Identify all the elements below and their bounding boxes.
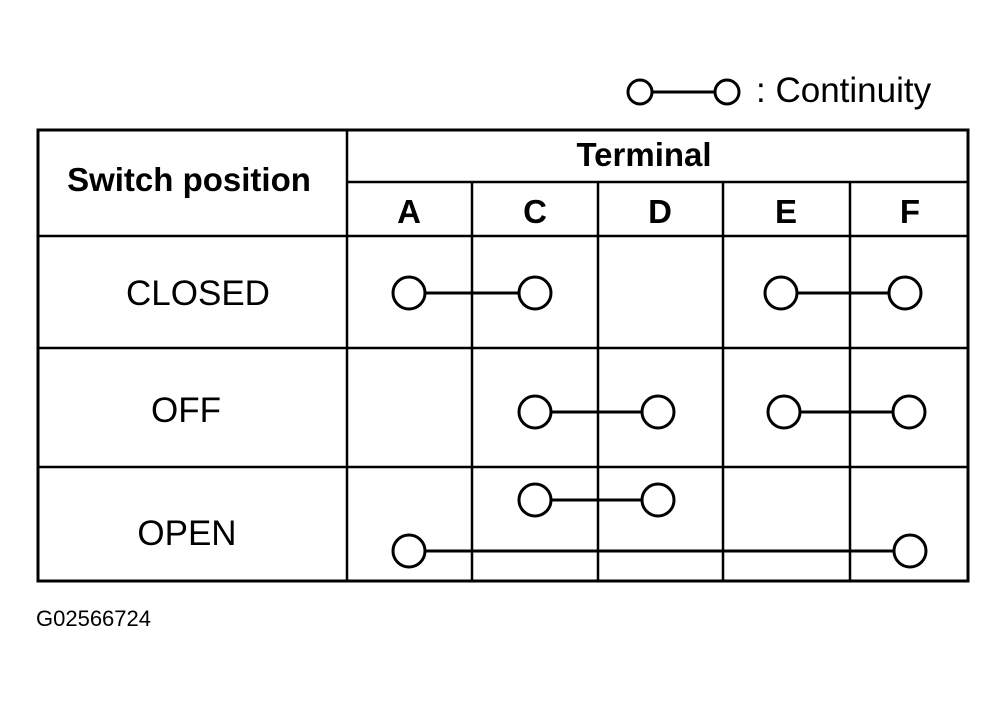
terminal-node-closed-c xyxy=(517,275,553,311)
terminal-node-off-e xyxy=(766,394,802,430)
terminal-node-off-c xyxy=(517,394,553,430)
table-frame xyxy=(36,128,970,583)
terminal-header-d: D xyxy=(648,193,672,230)
row-label-off: OFF xyxy=(151,391,221,430)
terminal-group-header: Terminal xyxy=(576,136,711,173)
terminal-header-a: A xyxy=(397,193,421,230)
row-label-closed: CLOSED xyxy=(126,274,270,313)
terminal-node-off-f xyxy=(891,394,927,430)
continuity-marks xyxy=(391,275,928,569)
terminal-node-closed-e xyxy=(763,275,799,311)
terminal-node-open-c xyxy=(517,482,553,518)
terminal-node-closed-a xyxy=(391,275,427,311)
terminal-header-e: E xyxy=(775,193,797,230)
terminal-node-off-d xyxy=(640,394,676,430)
terminal-node-open-a xyxy=(391,533,427,569)
legend-label: : Continuity xyxy=(756,71,932,110)
terminal-node-open-f xyxy=(892,533,928,569)
figure-id: G02566724 xyxy=(36,606,151,631)
continuity-symbol-icon xyxy=(626,78,741,106)
legend: : Continuity xyxy=(624,68,964,118)
terminal-node-open-d xyxy=(640,482,676,518)
row-label-open: OPEN xyxy=(137,514,236,553)
terminal-node-closed-f xyxy=(887,275,923,311)
terminal-header-c: C xyxy=(523,193,547,230)
switch-position-header: Switch position xyxy=(67,161,311,198)
terminal-header-f: F xyxy=(900,193,920,230)
